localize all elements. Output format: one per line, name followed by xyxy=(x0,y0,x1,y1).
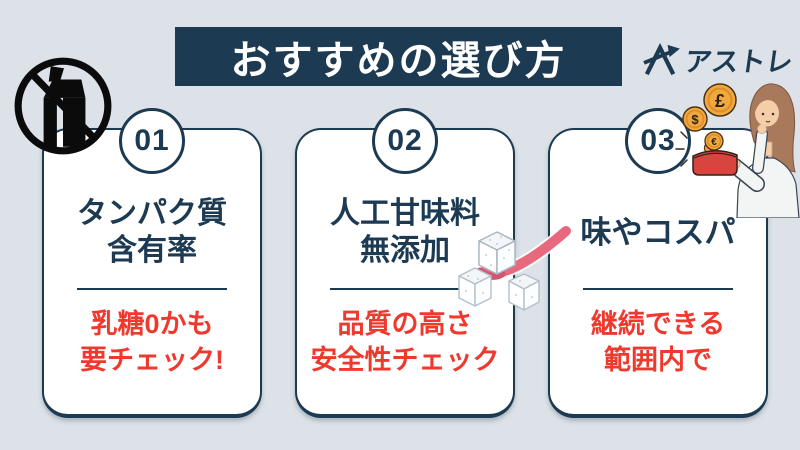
card-note-line: 継続できる xyxy=(590,309,726,339)
pound-coin-symbol: £ xyxy=(715,91,725,111)
logo-arrow-a-icon xyxy=(642,42,680,77)
card-note-line: 要チェック! xyxy=(80,345,224,375)
card-divider xyxy=(583,288,733,290)
card-protein-content: 01 タンパク質 含有率 乳糖0かも 要チェック! xyxy=(42,108,262,418)
logo-text: アストレ xyxy=(682,47,795,77)
sugar-cubes-icon xyxy=(438,213,580,321)
card-note-line: 範囲内で xyxy=(604,345,712,375)
card-heading-line: 無添加 xyxy=(360,234,450,267)
card-divider xyxy=(330,288,480,290)
card-heading-line: 味やコスパ xyxy=(580,214,736,250)
brand-logo: アストレ xyxy=(642,40,795,79)
card-heading: タンパク質 含有率 xyxy=(44,192,260,272)
card-heading-line: 人工甘味料 xyxy=(330,197,480,230)
card-number-badge: 03 xyxy=(625,108,691,174)
card-heading: 人工甘味料 無添加 xyxy=(297,192,513,272)
woman-with-wallet-illustration: £ $ € xyxy=(663,76,800,218)
card-heading: 味やコスパ xyxy=(550,192,766,272)
card-number-badge: 02 xyxy=(372,108,438,174)
card-note: 品質の高さ 安全性チェック xyxy=(297,306,513,378)
page-title: おすすめの選び方 xyxy=(230,38,567,83)
card-number-badge: 01 xyxy=(119,108,185,174)
euro-coin-symbol: € xyxy=(711,137,717,148)
card-note: 乳糖0かも 要チェック! xyxy=(44,306,260,378)
card-note: 継続できる 範囲内で xyxy=(550,306,766,378)
card-note-line: 乳糖0かも xyxy=(90,309,214,339)
card-heading-line: 含有率 xyxy=(107,234,197,267)
card-note-line: 品質の高さ xyxy=(337,309,473,339)
dollar-coin-symbol: $ xyxy=(691,112,699,127)
no-milk-carton-icon xyxy=(12,54,114,158)
card-note-line: 安全性チェック xyxy=(310,345,500,375)
card-taste-cost: 03 味やコスパ 継続できる 範囲内で xyxy=(548,108,768,418)
title-banner: おすすめの選び方 xyxy=(175,27,622,86)
card-heading-line: タンパク質 xyxy=(77,197,227,230)
card-divider xyxy=(77,288,227,290)
